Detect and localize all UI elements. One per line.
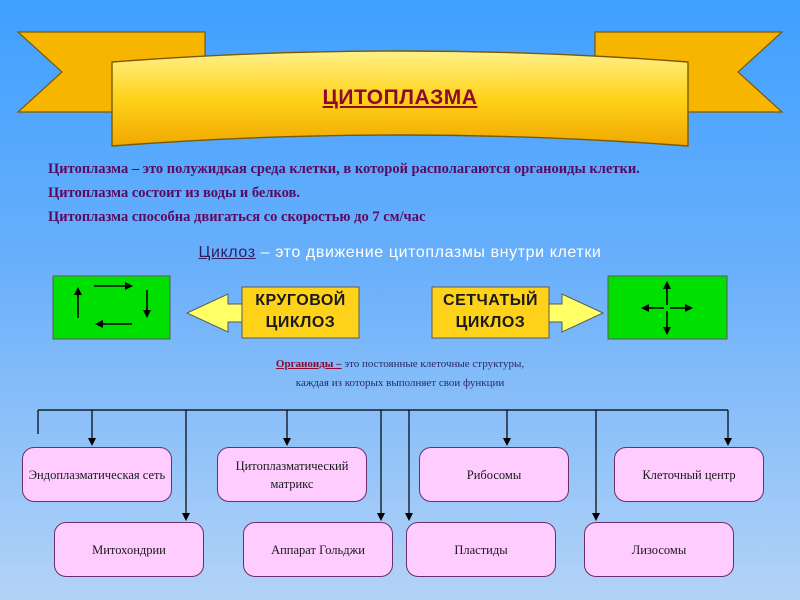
circular-label-box	[241, 286, 360, 339]
fact-composition: Цитоплазма состоит из воды и белков.	[48, 185, 301, 201]
reticular-cyclosis-label-line1: СЕТЧАТЫЙ	[443, 292, 538, 309]
organoid-plastids: Пластиды	[406, 522, 556, 577]
organoid-golgi-apparatus: Аппарат Гольджи	[243, 522, 393, 577]
circular-flow-arrows-icon	[74, 282, 151, 328]
organoids-definition-line2: каждая из которых выполняет свои функции	[295, 377, 505, 389]
cyclosis-definition: Циклоз – это движение цитоплазмы внутри …	[0, 244, 800, 262]
cyclosis-definition-text: – это движение цитоплазмы внутри клетки	[255, 244, 602, 261]
circular-cyclosis-label-line2: ЦИКЛОЗ	[265, 314, 336, 331]
organoid-mitochondria: Митохондрии	[54, 522, 204, 577]
reticular-flow-arrows-icon	[641, 281, 693, 335]
reticular-cyclosis-label-line2: ЦИКЛОЗ	[455, 314, 526, 331]
organoids-term: Органоиды –	[275, 358, 342, 370]
page-title: ЦИТОПЛАЗМА	[322, 86, 478, 109]
title-banner	[16, 31, 784, 147]
organoid-cytoplasmic-matrix: Цитоплазматический матрикс	[217, 447, 367, 502]
circular-cyclosis-label-line1: КРУГОВОЙ	[255, 292, 346, 309]
circular-pointer-arrow	[185, 293, 245, 333]
circular-cyclosis-label: КРУГОВОЙ ЦИКЛОЗ	[242, 290, 359, 334]
organoids-definition-line1: Органоиды – это постоянные клеточные стр…	[200, 355, 600, 374]
reticular-label-box	[431, 286, 550, 339]
organoids-definition: Органоиды – это постоянные клеточные стр…	[200, 355, 600, 393]
cyclosis-term: Циклоз	[198, 244, 256, 261]
fact-definition: Цитоплазма – это полужидкая среда клетки…	[48, 161, 640, 177]
banner-body	[111, 50, 689, 147]
organoid-endoplasmic-reticulum: Эндоплазматическая сеть	[22, 447, 172, 502]
reticular-pointer-arrow	[545, 293, 605, 333]
reticular-cyclosis-label: СЕТЧАТЫЙ ЦИКЛОЗ	[432, 290, 549, 334]
fact-speed: Цитоплазма способна двигаться со скорост…	[48, 209, 426, 225]
organoid-connectors	[37, 409, 732, 521]
organoid-lysosomes: Лизосомы	[584, 522, 734, 577]
reticular-cyclosis-cell	[607, 275, 728, 340]
organoid-ribosomes: Рибосомы	[419, 447, 569, 502]
organoid-cell-center: Клеточный центр	[614, 447, 764, 502]
circular-cyclosis-cell	[52, 275, 171, 340]
fact-list: Цитоплазма – это полужидкая среда клетки…	[48, 157, 768, 229]
organoids-definition-text: это постоянные клеточные структуры,	[341, 358, 525, 370]
